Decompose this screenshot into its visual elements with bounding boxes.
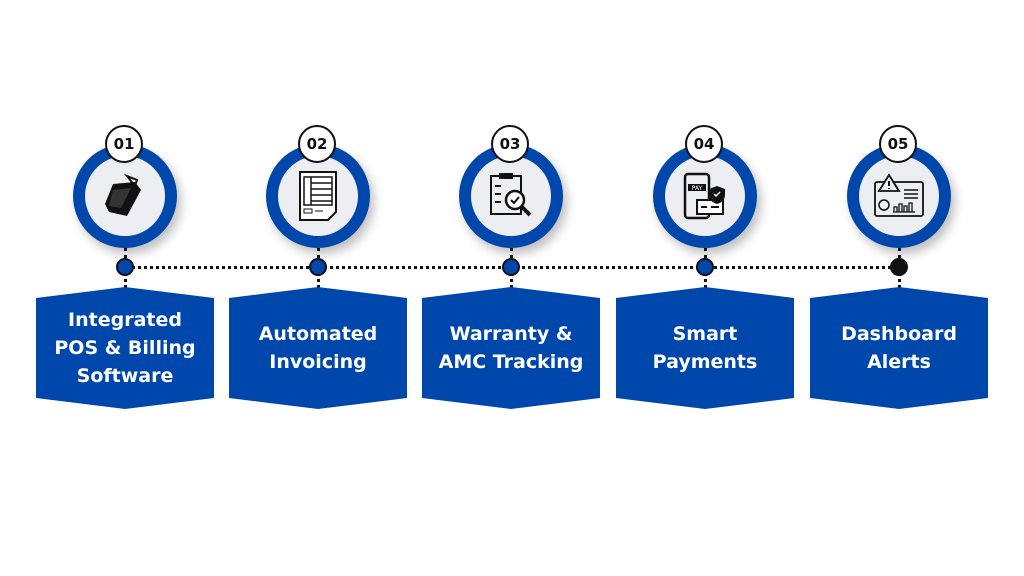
- dashboard-alert-icon: [874, 173, 924, 217]
- step-5: 05 Dashboard Alerts: [809, 120, 989, 420]
- step-3: 03 Warranty & AMC Tracking: [421, 120, 601, 420]
- pos-terminal-icon: [105, 173, 141, 216]
- step-number: 02: [298, 125, 336, 163]
- step-1: 01 Integrated POS & Billing Software: [35, 120, 215, 420]
- step-number: 05: [879, 125, 917, 163]
- clipboard-search-icon: [490, 173, 532, 217]
- icon-ring: PAY: [653, 144, 757, 248]
- mobile-payment-icon: PAY: [683, 172, 725, 220]
- step-title-box: Warranty & AMC Tracking: [422, 287, 600, 409]
- timeline-node: [890, 258, 908, 276]
- step-title-box: Dashboard Alerts: [810, 287, 988, 409]
- invoice-document-icon: [299, 171, 337, 221]
- timeline-node: [502, 258, 520, 276]
- timeline-node: [309, 258, 327, 276]
- step-number: 04: [685, 125, 723, 163]
- step-number: 03: [491, 125, 529, 163]
- step-2: 02 Automated Invoicing: [228, 120, 408, 420]
- step-title-box: Integrated POS & Billing Software: [36, 287, 214, 409]
- timeline-node: [116, 258, 134, 276]
- timeline-node: [696, 258, 714, 276]
- step-4: 04 PAY Smart Payments: [615, 120, 795, 420]
- step-title-box: Automated Invoicing: [229, 287, 407, 409]
- icon-ring: [73, 144, 177, 248]
- step-number: 01: [105, 125, 143, 163]
- svg-text:PAY: PAY: [692, 185, 703, 192]
- step-title-box: Smart Payments: [616, 287, 794, 409]
